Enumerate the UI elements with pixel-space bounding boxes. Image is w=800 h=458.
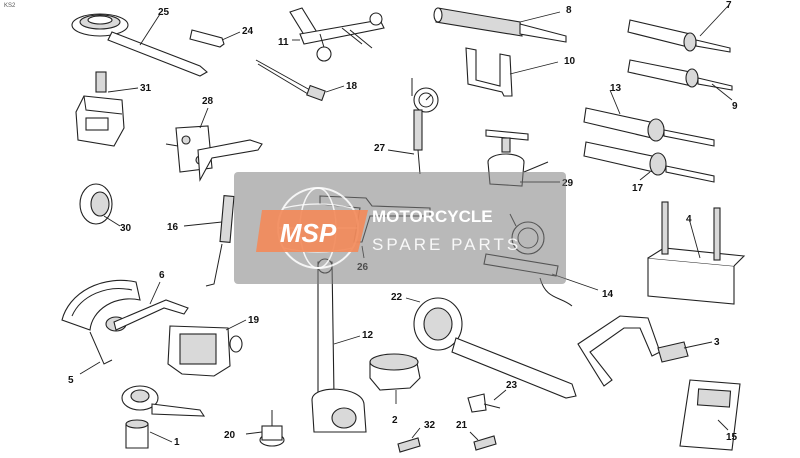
watermark: MSP MOTORCYCLE SPARE PARTS [234, 172, 566, 284]
callout-20: 20 [224, 430, 236, 441]
part-6-protractor [61, 279, 189, 375]
callout-28: 28 [202, 96, 214, 107]
callout-18: 18 [346, 81, 358, 92]
part-31-block-tool [75, 71, 139, 147]
part-18-rod [255, 59, 345, 102]
callout-21: 21 [456, 420, 468, 431]
part-15-tester [679, 379, 741, 451]
callout-2: 2 [392, 415, 398, 426]
callout-15: 15 [726, 432, 738, 443]
part-27-dial-gauge [387, 78, 439, 175]
callout-27: 27 [374, 143, 386, 154]
callout-4: 4 [686, 214, 692, 225]
part-32-bolt [397, 427, 421, 453]
part-1-lever-socket [121, 385, 206, 449]
callout-22: 22 [391, 292, 403, 303]
callout-5: 5 [68, 375, 74, 386]
callout-13: 13 [610, 83, 622, 94]
callout-24: 24 [242, 26, 254, 37]
callout-32: 32 [424, 420, 436, 431]
part-8-cylinder-tool [433, 7, 567, 43]
part-4-stand [647, 201, 746, 305]
callout-17: 17 [632, 183, 644, 194]
part-24-pin [189, 29, 241, 48]
callout-29: 29 [562, 178, 574, 189]
callout-10: 10 [564, 56, 576, 67]
callout-31: 31 [140, 83, 152, 94]
part-12-crank [311, 258, 367, 433]
part-23-clamp [467, 389, 507, 413]
watermark-logo: MSP [280, 218, 337, 248]
part-20-knob [245, 410, 285, 447]
callout-6: 6 [159, 270, 165, 281]
part-19-housing [167, 319, 247, 377]
callout-25: 25 [158, 7, 170, 18]
callout-14: 14 [602, 289, 614, 300]
part-10-bracket [465, 47, 559, 97]
watermark-line1: MOTORCYCLE [372, 207, 493, 226]
part-21-pin [469, 431, 497, 451]
part-11-puller [289, 7, 385, 62]
callout-30: 30 [120, 223, 132, 234]
callout-3: 3 [714, 337, 720, 348]
watermark-line2: SPARE PARTS [372, 235, 521, 254]
callout-19: 19 [248, 315, 260, 326]
callout-16: 16 [167, 222, 179, 233]
callout-9: 9 [732, 101, 738, 112]
part-16-probe [183, 195, 235, 287]
part-3-bent-bar [577, 315, 713, 387]
callout-23: 23 [506, 380, 518, 391]
part-13-long-shaft [583, 89, 715, 147]
callout-7: 7 [726, 0, 732, 11]
callout-8: 8 [566, 5, 572, 16]
corner-label: KS2 [4, 3, 16, 9]
part-25-pin-wrench [71, 13, 208, 77]
part-2-socket-cup [369, 353, 421, 404]
part-22-ring-spanner [405, 297, 577, 399]
callout-11: 11 [278, 37, 289, 48]
part-30-ring [79, 183, 121, 227]
part-28-lever-plate [165, 107, 263, 182]
callout-12: 12 [362, 330, 374, 341]
part-9-shaft [627, 59, 733, 101]
part-7-shaft [627, 5, 731, 53]
callout-1: 1 [174, 437, 180, 448]
part-17-long-shaft [583, 141, 715, 183]
